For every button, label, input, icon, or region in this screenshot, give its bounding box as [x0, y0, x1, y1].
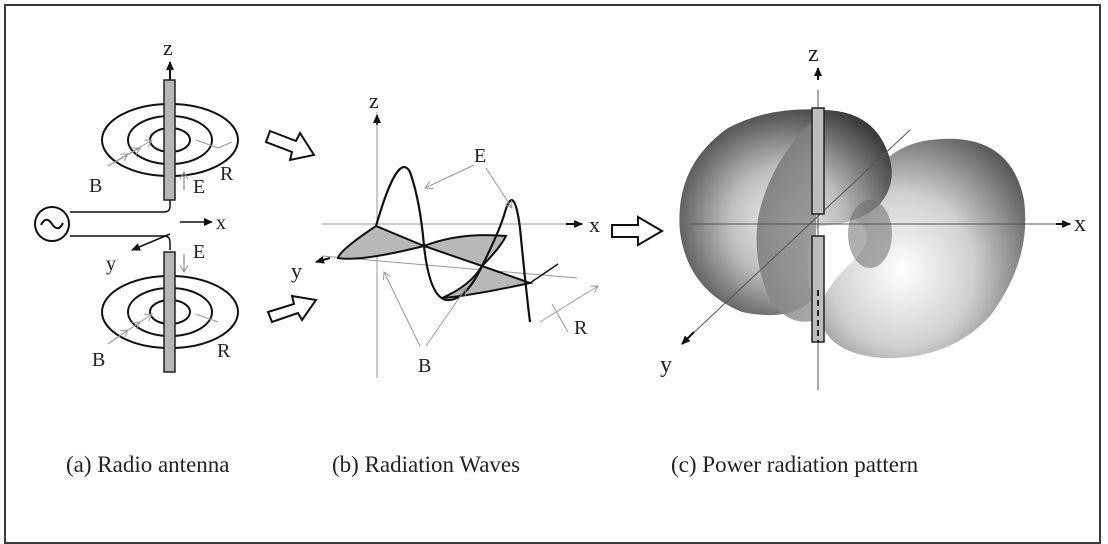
panel-c-power-radiation-pattern: z x y: [660, 41, 1086, 390]
b-r-label: R: [574, 317, 588, 339]
c-y-label: y: [660, 352, 672, 378]
b-x-label: x: [589, 212, 600, 237]
a-e-label-bottom: E: [193, 241, 205, 263]
a-e-label-top: E: [193, 176, 205, 198]
caption-b: (b) Radiation Waves: [332, 452, 521, 477]
b-y-label: y: [291, 258, 302, 283]
b-y-axis-line: [321, 255, 578, 279]
a-x-label: x: [216, 212, 226, 234]
b-b-pointers: [384, 272, 466, 347]
a-top-antenna-element: [163, 79, 176, 201]
a-r-label-top: R: [220, 163, 234, 185]
a-b-label-top: B: [89, 175, 102, 197]
b-z-label: z: [369, 88, 379, 113]
a-y-axis: [131, 233, 171, 251]
panel-b-radiation-waves: z x y E B R: [291, 88, 600, 378]
a-y-label: y: [106, 253, 116, 275]
a-b-label-bottom: B: [92, 349, 105, 371]
hollow-arrow-icon: [264, 129, 318, 324]
c-z-label: z: [808, 41, 819, 67]
caption-a: (a) Radio antenna: [66, 452, 230, 477]
a-feed-line: [70, 200, 171, 250]
c-top-antenna-element: [811, 107, 825, 215]
b-e-pointers: [425, 164, 512, 208]
a-bottom-field-pointers: [107, 314, 219, 345]
c-torus-hole: [848, 200, 892, 268]
c-bottom-antenna-element: [811, 235, 825, 343]
c-torus-cutaway: [756, 118, 816, 322]
a-z-label: z: [163, 35, 173, 60]
a-bottom-antenna-element: [163, 251, 176, 373]
b-b-label: B: [418, 355, 431, 377]
caption-c: (c) Power radiation pattern: [671, 452, 919, 477]
panel-a-radio-antenna: z B R E x: [34, 35, 239, 373]
ac-source-icon: [34, 206, 70, 242]
hollow-arrow-icon: [611, 215, 664, 247]
a-r-label-bottom: R: [217, 340, 231, 362]
a-top-field-pointers: [107, 140, 233, 167]
b-e-label: E: [474, 145, 486, 167]
b-r-pointers: [539, 286, 598, 333]
c-x-label: x: [1074, 211, 1086, 237]
c-y-axis-line: [687, 129, 911, 339]
